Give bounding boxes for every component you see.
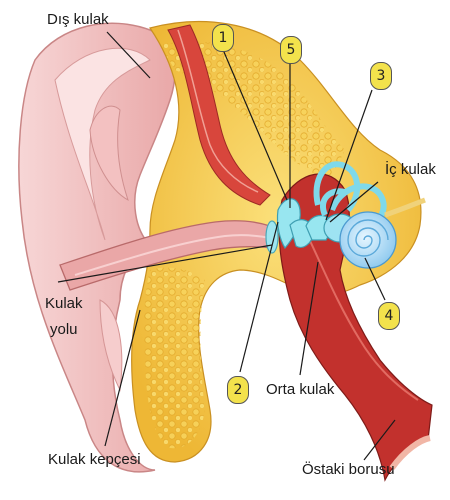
marker-2: 2 [227, 376, 249, 404]
label-middle-ear: Orta kulak [266, 381, 335, 398]
marker-3: 3 [370, 62, 392, 90]
label-ear-canal-line2: yolu [50, 321, 78, 338]
muscle-band [167, 24, 271, 206]
leader-lines [57, 31, 396, 461]
label-outer-ear: Dış kulak [47, 11, 109, 28]
label-inner-ear: İç kulak [385, 161, 436, 178]
cochlea [339, 211, 397, 269]
label-auricle: Kulak kepçesi [48, 451, 141, 468]
label-eustachian-tube: Östaki borusu [302, 461, 395, 478]
label-ear-canal-line1: Kulak [45, 295, 83, 312]
marker-5: 5 [280, 36, 302, 64]
marker-4: 4 [378, 302, 400, 330]
eustachian-tube-shape [278, 173, 433, 482]
eardrum [265, 220, 279, 254]
marker-1: 1 [212, 24, 234, 52]
